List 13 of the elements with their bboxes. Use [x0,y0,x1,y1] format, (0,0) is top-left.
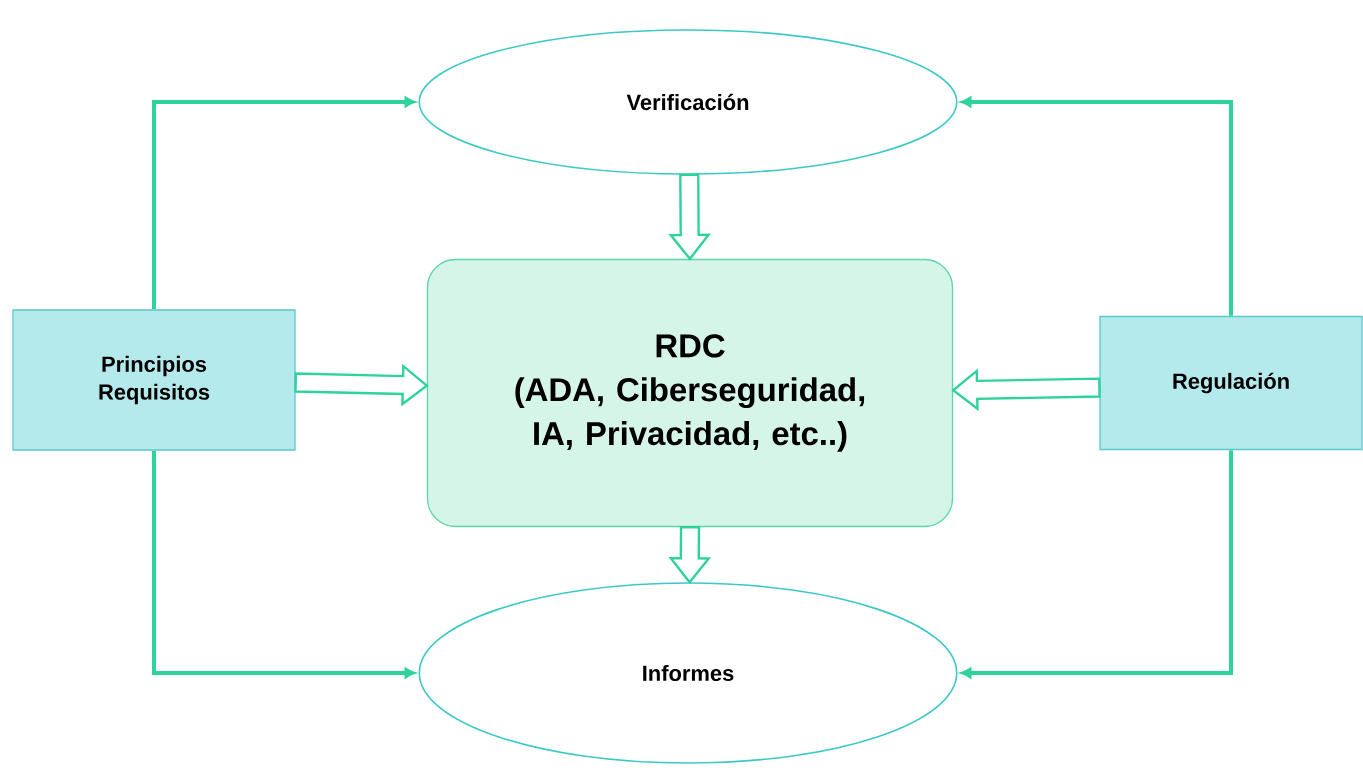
oval: Informes [418,582,958,764]
oval: Verificación [418,29,958,175]
block-arrow [951,368,1101,412]
arrow [960,450,1233,679]
arrow [152,450,416,679]
rounded-box: RDC (ADA, Ciberseguridad, IA, Privacidad, etc..) [426,258,954,528]
block-arrow [668,173,712,261]
arrow [152,96,416,310]
process-box: Principios Requisitos [12,309,296,451]
block-arrow [668,525,712,585]
arrow [960,96,1233,316]
process-box: Regulación [1099,315,1363,451]
block-arrow [294,363,429,407]
